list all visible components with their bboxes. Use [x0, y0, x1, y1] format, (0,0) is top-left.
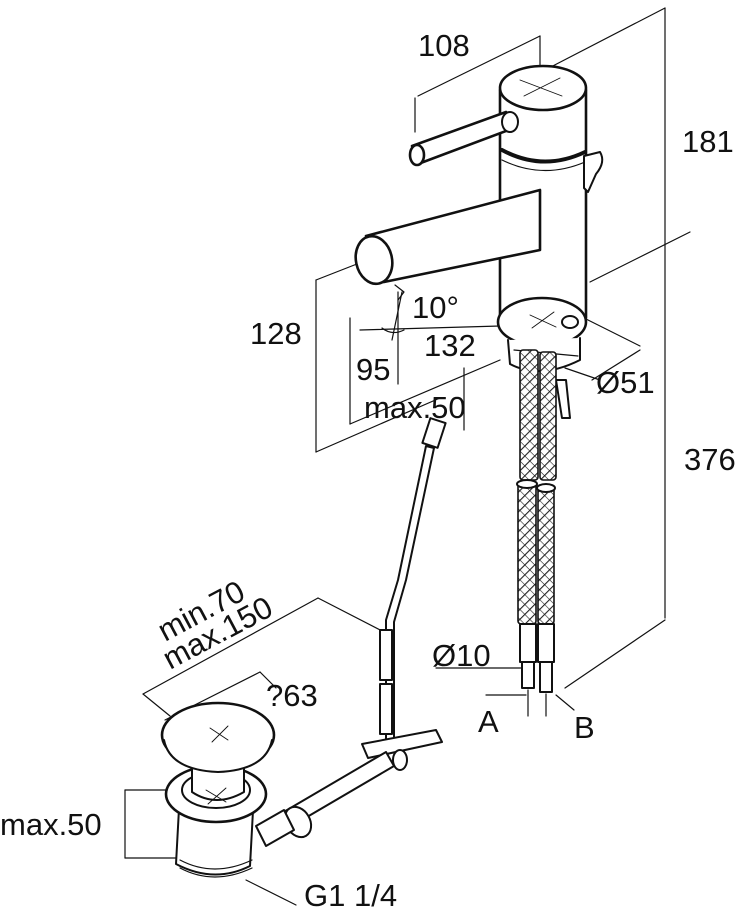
dim-waste-diameter: ?63 — [266, 678, 318, 713]
label-connection-a: A — [478, 704, 499, 739]
waste-assembly — [160, 701, 313, 878]
dim-thread: G1 1/4 — [304, 878, 397, 913]
label-connection-b: B — [574, 710, 595, 745]
dimension-lines — [124, 7, 691, 906]
dim-spout-angle: 10° — [412, 290, 459, 325]
dim-base-diameter: Ø51 — [596, 365, 655, 400]
dim-head-width: 108 — [418, 28, 470, 63]
dim-upper-height: 181 — [682, 124, 734, 159]
handle-cap — [498, 64, 588, 112]
dim-hose-diameter: Ø10 — [432, 638, 491, 673]
dim-spout-height: 128 — [250, 316, 302, 351]
dim-waste-max: max.50 — [0, 807, 102, 842]
pop-up-rod — [269, 417, 447, 835]
dim-total-height: 376 — [684, 442, 736, 477]
dim-max-deck: max.50 — [364, 390, 466, 425]
faucet-body — [354, 64, 604, 331]
dim-spout-offset: 95 — [356, 352, 390, 387]
dim-projection: 132 — [424, 328, 476, 363]
base-and-hoses — [496, 296, 588, 717]
